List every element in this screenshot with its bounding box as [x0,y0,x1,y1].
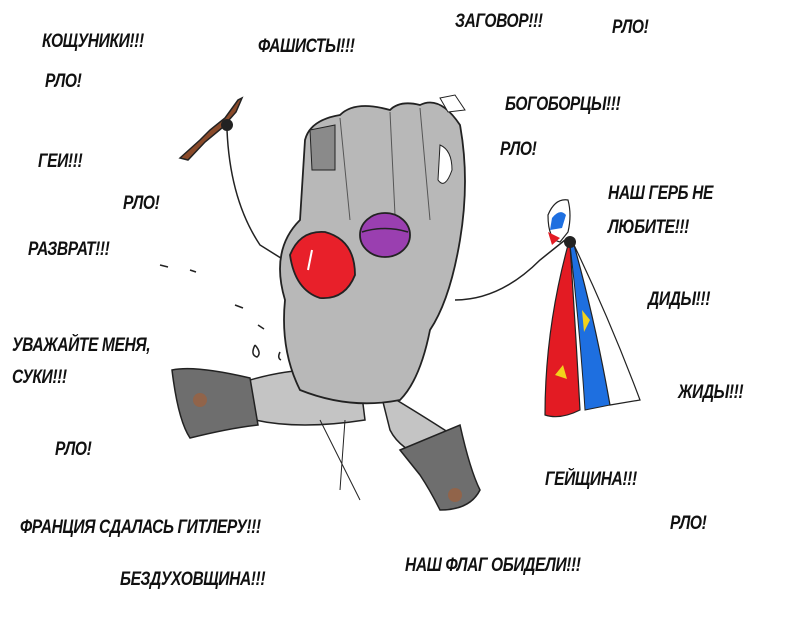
shout-text: ЖИДЫ!!! [678,382,744,403]
nose [289,231,356,299]
shout-text: РЛО! [612,17,649,38]
shout-text: БОГОБОРЦЫ!!! [505,94,621,115]
shout-text: ЗАГОВОР!!! [455,11,543,32]
shout-text: РЛО! [500,139,537,160]
spit-drops [159,264,282,361]
st-george-ribbon [178,96,301,271]
shout-text: ДИДЫ!!! [648,289,710,310]
shout-text: УВАЖАЙТЕ МЕНЯ, [12,335,151,356]
glove-body [279,94,566,501]
shout-text: СУКИ!!! [12,367,67,388]
eye [359,212,411,258]
shout-text: ФАШИСТЫ!!! [258,36,355,57]
right-boot [398,423,481,511]
shout-text: РЛО! [55,439,92,460]
russian-flag [544,199,641,418]
left-boot [171,367,259,439]
shout-text: КОЩУНИКИ!!! [42,31,144,52]
right-arm [454,239,566,301]
shout-text: НАШ ГЕРБ НЕ [608,183,713,204]
shout-text: НАШ ФЛАГ ОБИДЕЛИ!!! [405,555,581,576]
shout-text: РАЗВРАТ!!! [28,239,110,260]
shout-text: БЕЗДУХОВЩИНА!!! [120,569,266,590]
shout-text: ЛЮБИТЕ!!! [608,217,689,238]
shout-text: ГЕЙЩИНА!!! [545,469,637,490]
shout-text: РЛО! [45,71,82,92]
shout-text: ФРАНЦИЯ СДАЛАСЬ ГИТЛЕРУ!!! [20,517,261,538]
legs [171,367,481,511]
shout-text: ГЕИ!!! [38,151,83,172]
shout-text: РЛО! [123,193,160,214]
shout-text: РЛО! [670,513,707,534]
